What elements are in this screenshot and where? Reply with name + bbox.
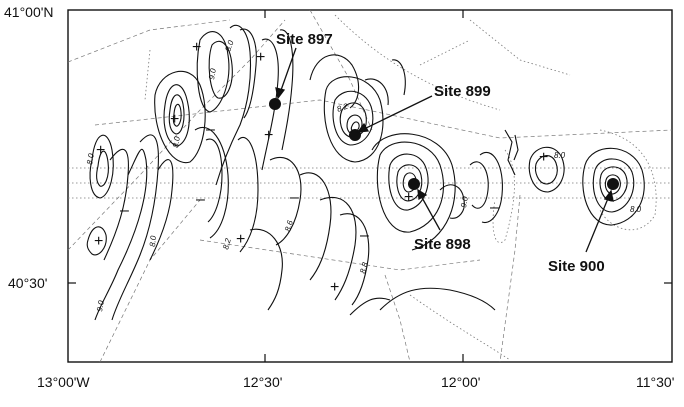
positive-sign: + — [94, 233, 103, 250]
latitude-label-top: 41°00'N — [4, 4, 54, 20]
map-frame — [67, 9, 673, 363]
negative-sign: – — [120, 202, 129, 219]
contour-label: 9.0 — [207, 67, 218, 80]
negative-sign: – — [290, 189, 299, 206]
contour-value-labels: 8.0 9.0 8.0 8.0 8.0 9.0 8.2 8.2 8.6 8.8 … — [85, 39, 642, 313]
contour-label: 8.0 — [85, 152, 96, 165]
axis-ticks — [68, 10, 672, 362]
anomaly-signs: + + + + + + + + + + – – – – – – — [94, 39, 548, 296]
positive-sign: + — [170, 111, 179, 128]
contour-label: 8.6 — [283, 219, 295, 233]
contour-label: 8.0 — [148, 235, 158, 247]
axis-labels: 41°00'N 40°30' 13°00'W 12°30' 12°00' 11°… — [4, 4, 674, 390]
site-labels: Site 897 Site 899 Site 898 Site 900 — [276, 31, 605, 275]
contour-label: 8.0 — [630, 205, 642, 214]
site-899-label: Site 899 — [434, 83, 491, 100]
negative-sign: – — [196, 191, 205, 208]
site-markers — [269, 98, 619, 190]
contour-label: 8.8 — [358, 261, 370, 275]
negative-sign: – — [360, 227, 369, 244]
negative-sign: – — [490, 199, 499, 216]
ship-tracks — [67, 9, 673, 363]
contour-label: 8.2 — [336, 101, 350, 113]
site-900-marker[interactable] — [607, 178, 619, 190]
positive-sign: + — [256, 49, 265, 66]
negative-sign: – — [206, 121, 215, 138]
contour-label: 8.0 — [171, 135, 182, 148]
site-900-label: Site 900 — [548, 258, 605, 275]
contour-label: 9.0 — [95, 299, 106, 312]
site-898-marker[interactable] — [408, 178, 420, 190]
positive-sign: + — [264, 127, 273, 144]
latitude-label-mid: 40°30' — [8, 275, 47, 291]
contour-lines — [86, 24, 645, 321]
positive-sign: + — [330, 279, 339, 296]
longitude-label-right: 11°30' — [636, 374, 674, 390]
positive-sign: + — [236, 231, 245, 248]
positive-sign: + — [539, 149, 548, 166]
site-897-label: Site 897 — [276, 31, 333, 48]
contour-label: 9.0 — [459, 195, 470, 208]
positive-sign: + — [96, 142, 105, 159]
longitude-label-left: 13°00'W — [37, 374, 90, 390]
positive-sign: + — [192, 39, 201, 56]
positive-sign: + — [404, 189, 413, 206]
contour-label: 8.2 — [221, 237, 233, 251]
site-leaders — [275, 47, 614, 253]
contour-label: 8.0 — [223, 39, 235, 53]
site-897-marker[interactable] — [269, 98, 281, 110]
longitude-label-mid1: 12°30' — [243, 374, 282, 390]
contour-label: 8.0 — [554, 151, 566, 160]
site-898-label: Site 898 — [414, 236, 471, 253]
longitude-label-mid2: 12°00' — [441, 374, 480, 390]
